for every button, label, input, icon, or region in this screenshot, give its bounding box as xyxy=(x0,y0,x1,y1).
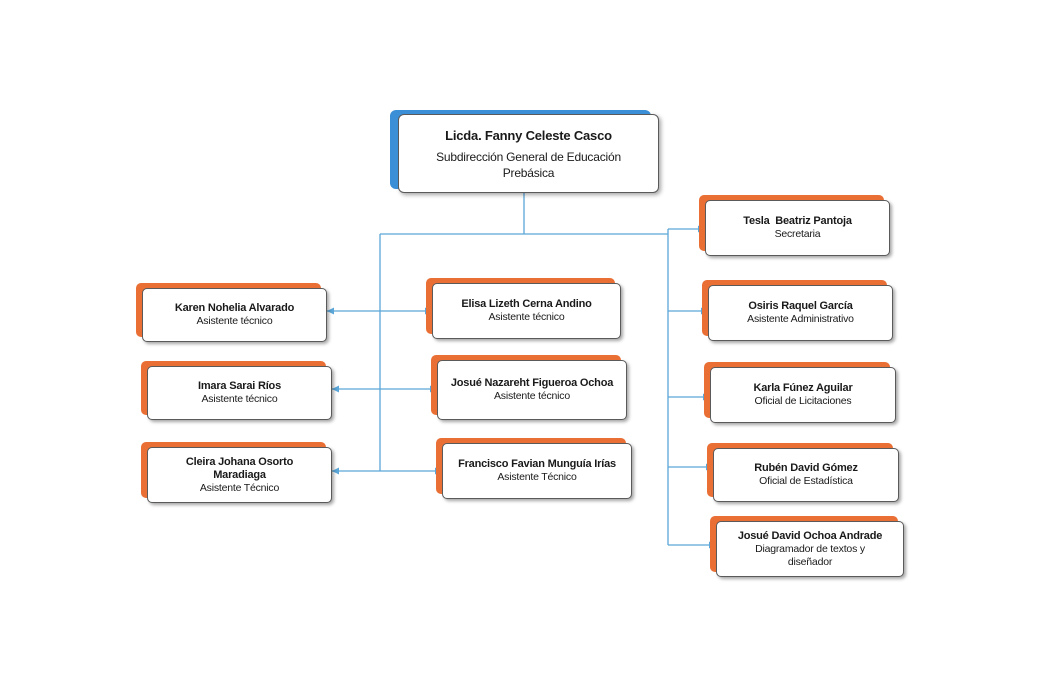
node-name: Cleira Johana Osorto Maradiaga xyxy=(185,455,294,481)
node-name: Osiris Raquel García xyxy=(748,300,853,312)
node-root: Licda. Fanny Celeste Casco Subdirección … xyxy=(398,114,659,193)
node-role: Diagramador de textos y diseñador xyxy=(755,542,865,568)
node-role: Asistente Técnico xyxy=(199,481,280,494)
node-right-3: Karla Fúnez Aguilar Oficial de Licitacio… xyxy=(710,367,896,423)
node-role: Secretaria xyxy=(774,228,821,240)
node-name: Licda. Fanny Celeste Casco xyxy=(445,127,612,143)
node-name: Imara Sarai Ríos xyxy=(197,380,281,392)
node-role: Oficial de Estadística xyxy=(759,475,853,487)
node-center-3: Francisco Favian Munguía Irías Asistente… xyxy=(442,443,632,499)
node-left-1: Karen Nohelia Alvarado Asistente técnico xyxy=(142,288,327,342)
node-role: Asistente Administrativo xyxy=(747,313,854,325)
node-name: Karla Fúnez Aguilar xyxy=(753,382,853,394)
node-center-2: Josué Nazareht Figueroa Ochoa Asistente … xyxy=(437,360,627,420)
node-right-2: Osiris Raquel García Asistente Administr… xyxy=(708,285,893,341)
node-name: Elisa Lizeth Cerna Andino xyxy=(461,298,592,310)
node-name: Josué David Ochoa Andrade xyxy=(737,529,883,542)
node-role: Asistente técnico xyxy=(201,393,278,405)
node-role: Asistente técnico xyxy=(196,315,273,327)
node-left-3: Cleira Johana Osorto Maradiaga Asistente… xyxy=(147,447,332,503)
node-left-2: Imara Sarai Ríos Asistente técnico xyxy=(147,366,332,420)
node-center-1: Elisa Lizeth Cerna Andino Asistente técn… xyxy=(432,283,621,339)
node-role: Asistente Técnico xyxy=(497,471,577,483)
node-role: Subdirección General de Educación Prebás… xyxy=(436,149,621,180)
node-right-1: Tesla Beatriz Pantoja Secretaria xyxy=(705,200,890,256)
node-name: Tesla Beatriz Pantoja xyxy=(743,215,852,227)
node-name: Karen Nohelia Alvarado xyxy=(174,302,295,314)
node-role: Oficial de Licitaciones xyxy=(754,395,852,407)
node-role: Asistente técnico xyxy=(494,390,570,402)
node-right-5: Josué David Ochoa Andrade Diagramador de… xyxy=(716,521,904,577)
node-name: Francisco Favian Munguía Irías xyxy=(458,458,616,470)
node-name: Rubén David Gómez xyxy=(754,462,858,474)
node-right-4: Rubén David Gómez Oficial de Estadística xyxy=(713,448,899,502)
node-role: Asistente técnico xyxy=(488,311,565,323)
node-name: Josué Nazareht Figueroa Ochoa xyxy=(450,377,614,389)
